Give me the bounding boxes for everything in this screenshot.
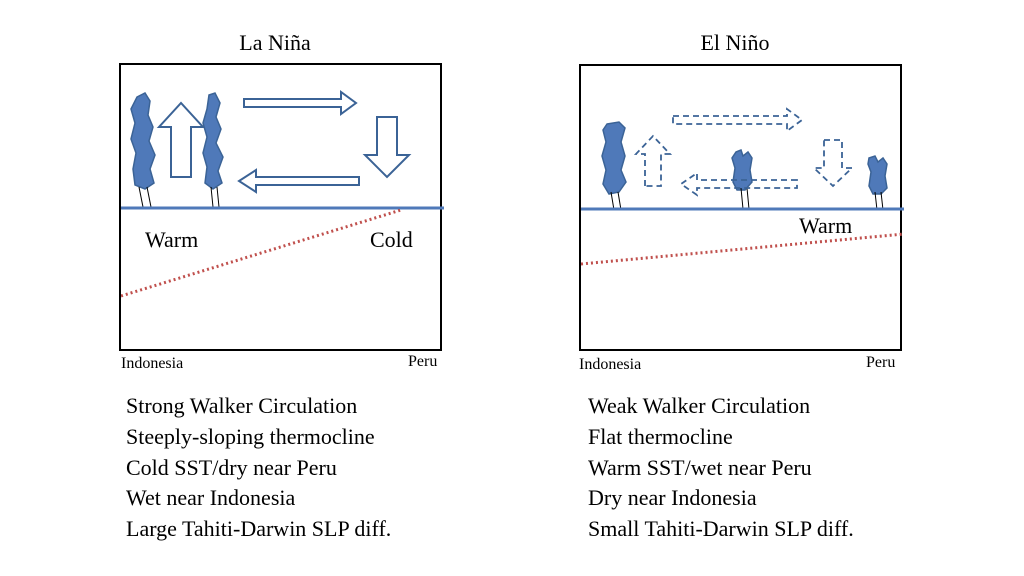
down-arrow-icon — [362, 116, 412, 179]
la-nina-peru-label: Peru — [408, 353, 438, 370]
characteristic-line: Wet near Indonesia — [126, 485, 296, 511]
right-arrow-icon — [243, 90, 358, 116]
el-nino-title: El Niño — [700, 30, 770, 55]
characteristic-line: Warm SST/wet near Peru — [588, 454, 812, 480]
characteristic-line: Cold SST/dry near Peru — [126, 454, 337, 480]
characteristic-line: Large Tahiti-Darwin SLP diff. — [126, 516, 392, 542]
el-nino-characteristics: Weak Walker Circulation Flat thermocline… — [588, 391, 854, 545]
el-nino-panel: Warm — [579, 64, 904, 351]
la-nina-indonesia-label: Indonesia — [121, 355, 184, 372]
cloud-icon — [601, 121, 627, 211]
cold-label: Cold — [370, 227, 413, 252]
cloud-icon — [130, 92, 156, 208]
la-nina-diagram — [121, 90, 444, 298]
down-arrow-icon — [811, 139, 855, 188]
la-nina-title: La Niña — [239, 30, 311, 55]
el-nino-indonesia-label: Indonesia — [579, 356, 642, 373]
up-arrow-icon — [156, 101, 206, 178]
warm-label: Warm — [145, 227, 199, 252]
characteristic-line: Weak Walker Circulation — [588, 393, 811, 418]
thermocline-line — [581, 232, 904, 266]
up-arrow-icon — [633, 134, 673, 187]
warm-label: Warm — [799, 213, 853, 238]
characteristic-line: Small Tahiti-Darwin SLP diff. — [588, 516, 854, 542]
el-nino-peru-label: Peru — [866, 354, 896, 371]
el-nino-diagram — [581, 107, 904, 266]
characteristic-line: Steeply-sloping thermocline — [126, 423, 375, 449]
cloud-icon — [202, 92, 224, 208]
characteristic-line: Flat thermocline — [588, 423, 733, 449]
characteristic-line: Strong Walker Circulation — [126, 393, 358, 418]
la-nina-characteristics: Strong Walker Circulation Steeply-slopin… — [126, 391, 391, 545]
characteristic-line: Dry near Indonesia — [588, 485, 757, 511]
thermocline-line — [121, 208, 402, 298]
left-arrow-icon — [679, 171, 798, 197]
cloud-icon — [867, 155, 888, 211]
left-arrow-icon — [237, 168, 360, 194]
right-arrow-icon — [672, 107, 804, 133]
la-nina-panel: Warm Cold — [119, 63, 444, 351]
